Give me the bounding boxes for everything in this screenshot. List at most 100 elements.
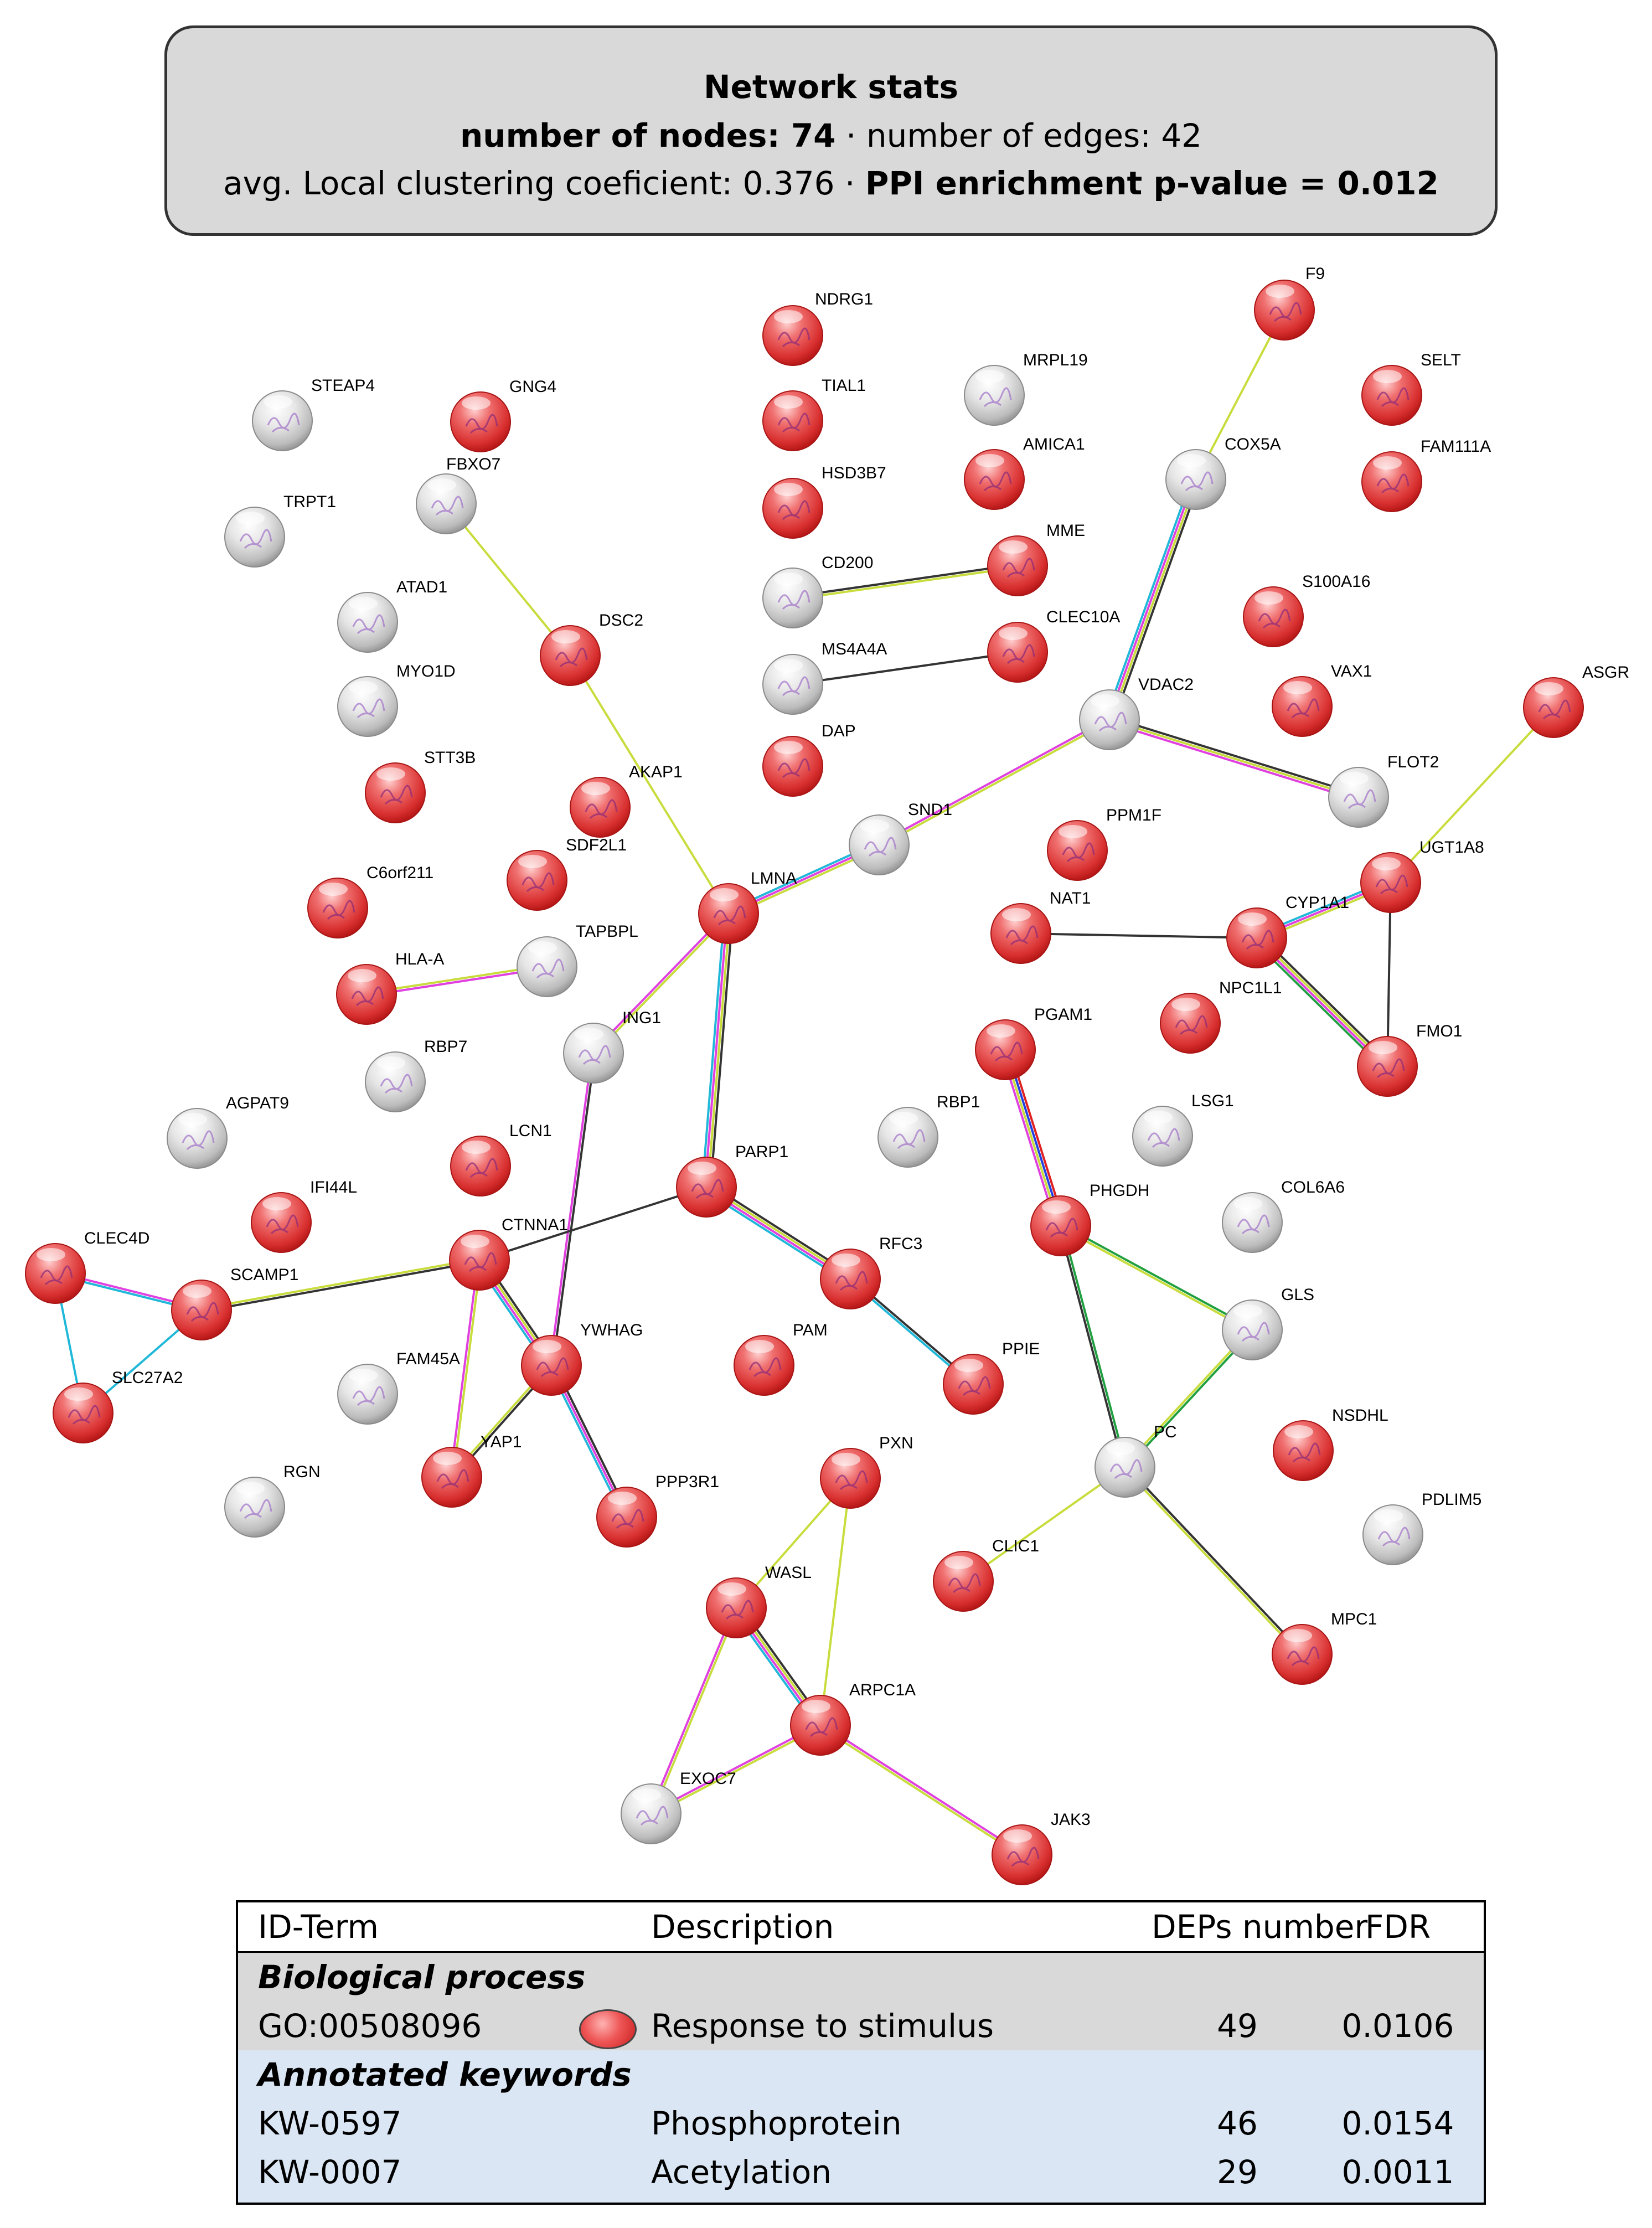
node-COL6A6[interactable]: COL6A6 bbox=[1222, 1178, 1345, 1253]
node-FAM111A[interactable]: FAM111A bbox=[1361, 437, 1491, 512]
node-C6orf211[interactable]: C6orf211 bbox=[307, 864, 433, 938]
node-label: SDF2L1 bbox=[566, 836, 627, 854]
node-COX5A[interactable]: COX5A bbox=[1165, 435, 1281, 510]
node-label: PARP1 bbox=[735, 1143, 788, 1161]
node-MYO1D[interactable]: MYO1D bbox=[337, 662, 456, 737]
node-CYP1A1[interactable]: CYP1A1 bbox=[1226, 894, 1349, 968]
node-HLA-A[interactable]: HLA-A bbox=[336, 950, 444, 1025]
node-label: GNG4 bbox=[509, 378, 556, 396]
node-YWHAG[interactable]: YWHAG bbox=[521, 1321, 643, 1396]
node-PHGDH[interactable]: PHGDH bbox=[1030, 1182, 1149, 1256]
node-PAM[interactable]: PAM bbox=[734, 1321, 828, 1396]
node-MS4A4A[interactable]: MS4A4A bbox=[762, 640, 887, 715]
node-FBXO7[interactable]: FBXO7 bbox=[416, 455, 500, 534]
node-SND1[interactable]: SND1 bbox=[849, 801, 952, 875]
node-WASL[interactable]: WASL bbox=[706, 1564, 812, 1638]
node-MME[interactable]: MME bbox=[987, 522, 1085, 596]
node-highlight bbox=[462, 396, 491, 410]
node-LSG1[interactable]: LSG1 bbox=[1132, 1092, 1234, 1167]
node-CLIC1[interactable]: CLIC1 bbox=[933, 1537, 1039, 1612]
node-PARP1[interactable]: PARP1 bbox=[676, 1143, 788, 1218]
node-ING1[interactable]: ING1 bbox=[563, 1009, 661, 1084]
node-SCAMP1[interactable]: SCAMP1 bbox=[171, 1266, 298, 1340]
edge-line-yellow bbox=[1123, 1467, 1302, 1657]
node-CLEC4D[interactable]: CLEC4D bbox=[25, 1229, 149, 1304]
node-F9[interactable]: F9 bbox=[1254, 265, 1325, 341]
node-PPP3R1[interactable]: PPP3R1 bbox=[596, 1473, 719, 1548]
node-CLEC10A[interactable]: CLEC10A bbox=[987, 608, 1120, 683]
node-label: CD200 bbox=[822, 554, 873, 572]
node-PPIE[interactable]: PPIE bbox=[943, 1340, 1040, 1415]
node-JAK3[interactable]: JAK3 bbox=[992, 1811, 1091, 1885]
node-VAX1[interactable]: VAX1 bbox=[1272, 662, 1372, 737]
node-RBP7[interactable]: RBP7 bbox=[365, 1038, 467, 1112]
node-DAP[interactable]: DAP bbox=[762, 722, 856, 797]
node-VDAC2[interactable]: VDAC2 bbox=[1079, 675, 1194, 750]
node-label: TAPBPL bbox=[576, 922, 638, 941]
node-label: RBP7 bbox=[424, 1038, 467, 1056]
node-TAPBPL[interactable]: TAPBPL bbox=[517, 922, 638, 997]
node-HSD3B7[interactable]: HSD3B7 bbox=[762, 464, 886, 539]
node-NDRG1[interactable]: NDRG1 bbox=[762, 290, 873, 366]
node-SELT[interactable]: SELT bbox=[1361, 351, 1461, 426]
node-PGAM1[interactable]: PGAM1 bbox=[975, 1005, 1092, 1080]
node-TRPT1[interactable]: TRPT1 bbox=[224, 493, 336, 568]
node-NPC1L1[interactable]: NPC1L1 bbox=[1160, 979, 1282, 1054]
node-LMNA[interactable]: LMNA bbox=[698, 869, 797, 944]
node-UGT1A8[interactable]: UGT1A8 bbox=[1360, 838, 1484, 913]
edge-PHGDH-GLS bbox=[1059, 1224, 1254, 1332]
edge-line-yellow bbox=[1123, 1328, 1252, 1467]
node-LCN1[interactable]: LCN1 bbox=[450, 1122, 552, 1196]
protein-structure-icon bbox=[979, 387, 1012, 408]
node-S100A16[interactable]: S100A16 bbox=[1243, 573, 1370, 647]
node-PDLIM5[interactable]: PDLIM5 bbox=[1362, 1491, 1481, 1565]
protein-structure-icon bbox=[1287, 1646, 1320, 1667]
node-MPC1[interactable]: MPC1 bbox=[1272, 1610, 1377, 1685]
node-EXOC7[interactable]: EXOC7 bbox=[621, 1770, 736, 1844]
node-GLS[interactable]: GLS bbox=[1222, 1286, 1314, 1360]
node-ASGR[interactable]: ASGR bbox=[1523, 663, 1629, 738]
node-label: MYO1D bbox=[396, 662, 456, 680]
node-MRPL19[interactable]: MRPL19 bbox=[964, 351, 1088, 426]
protein-structure-icon bbox=[1175, 1015, 1208, 1035]
protein-structure-icon bbox=[465, 414, 498, 434]
node-PPM1F[interactable]: PPM1F bbox=[1047, 806, 1161, 881]
node-RFC3[interactable]: RFC3 bbox=[820, 1235, 922, 1309]
node-label: EXOC7 bbox=[680, 1770, 736, 1788]
node-IFI44L[interactable]: IFI44L bbox=[251, 1178, 357, 1253]
node-NSDHL[interactable]: NSDHL bbox=[1273, 1406, 1388, 1481]
node-STEAP4[interactable]: STEAP4 bbox=[252, 377, 375, 451]
node-ATAD1[interactable]: ATAD1 bbox=[337, 578, 447, 653]
node-RGN[interactable]: RGN bbox=[224, 1463, 321, 1538]
node-CTNNA1[interactable]: CTNNA1 bbox=[449, 1216, 568, 1291]
node-DSC2[interactable]: DSC2 bbox=[540, 611, 643, 686]
node-NAT1[interactable]: NAT1 bbox=[990, 889, 1091, 964]
node-FLOT2[interactable]: FLOT2 bbox=[1328, 753, 1439, 828]
node-label: VAX1 bbox=[1331, 662, 1372, 680]
node-GNG4[interactable]: GNG4 bbox=[450, 378, 556, 452]
node-label: DAP bbox=[822, 722, 856, 740]
node-highlight bbox=[262, 1197, 291, 1210]
node-STT3B[interactable]: STT3B bbox=[365, 749, 476, 823]
edge-ING1-YWHAG bbox=[549, 1053, 596, 1366]
node-CD200[interactable]: CD200 bbox=[762, 554, 873, 628]
node-AGPAT9[interactable]: AGPAT9 bbox=[167, 1094, 289, 1169]
node-TIAL1[interactable]: TIAL1 bbox=[762, 377, 866, 451]
node-AMICA1[interactable]: AMICA1 bbox=[964, 435, 1085, 510]
node-RBP1[interactable]: RBP1 bbox=[877, 1093, 980, 1168]
node-SLC27A2[interactable]: SLC27A2 bbox=[53, 1369, 183, 1443]
node-PC[interactable]: PC bbox=[1095, 1423, 1177, 1498]
node-FAM45A[interactable]: FAM45A bbox=[337, 1350, 460, 1425]
node-SDF2L1[interactable]: SDF2L1 bbox=[507, 836, 627, 911]
node-label: STEAP4 bbox=[311, 377, 375, 395]
node-PXN[interactable]: PXN bbox=[820, 1434, 913, 1509]
protein-structure-icon bbox=[531, 958, 565, 979]
node-YAP1[interactable]: YAP1 bbox=[421, 1433, 522, 1508]
node-label: S100A16 bbox=[1302, 573, 1370, 591]
node-FMO1[interactable]: FMO1 bbox=[1357, 1022, 1462, 1097]
protein-structure-icon bbox=[1241, 930, 1274, 950]
node-AKAP1[interactable]: AKAP1 bbox=[570, 763, 683, 838]
node-ARPC1A[interactable]: ARPC1A bbox=[790, 1681, 916, 1756]
edge-line-black bbox=[1109, 716, 1360, 796]
node-label: WASL bbox=[765, 1564, 812, 1582]
